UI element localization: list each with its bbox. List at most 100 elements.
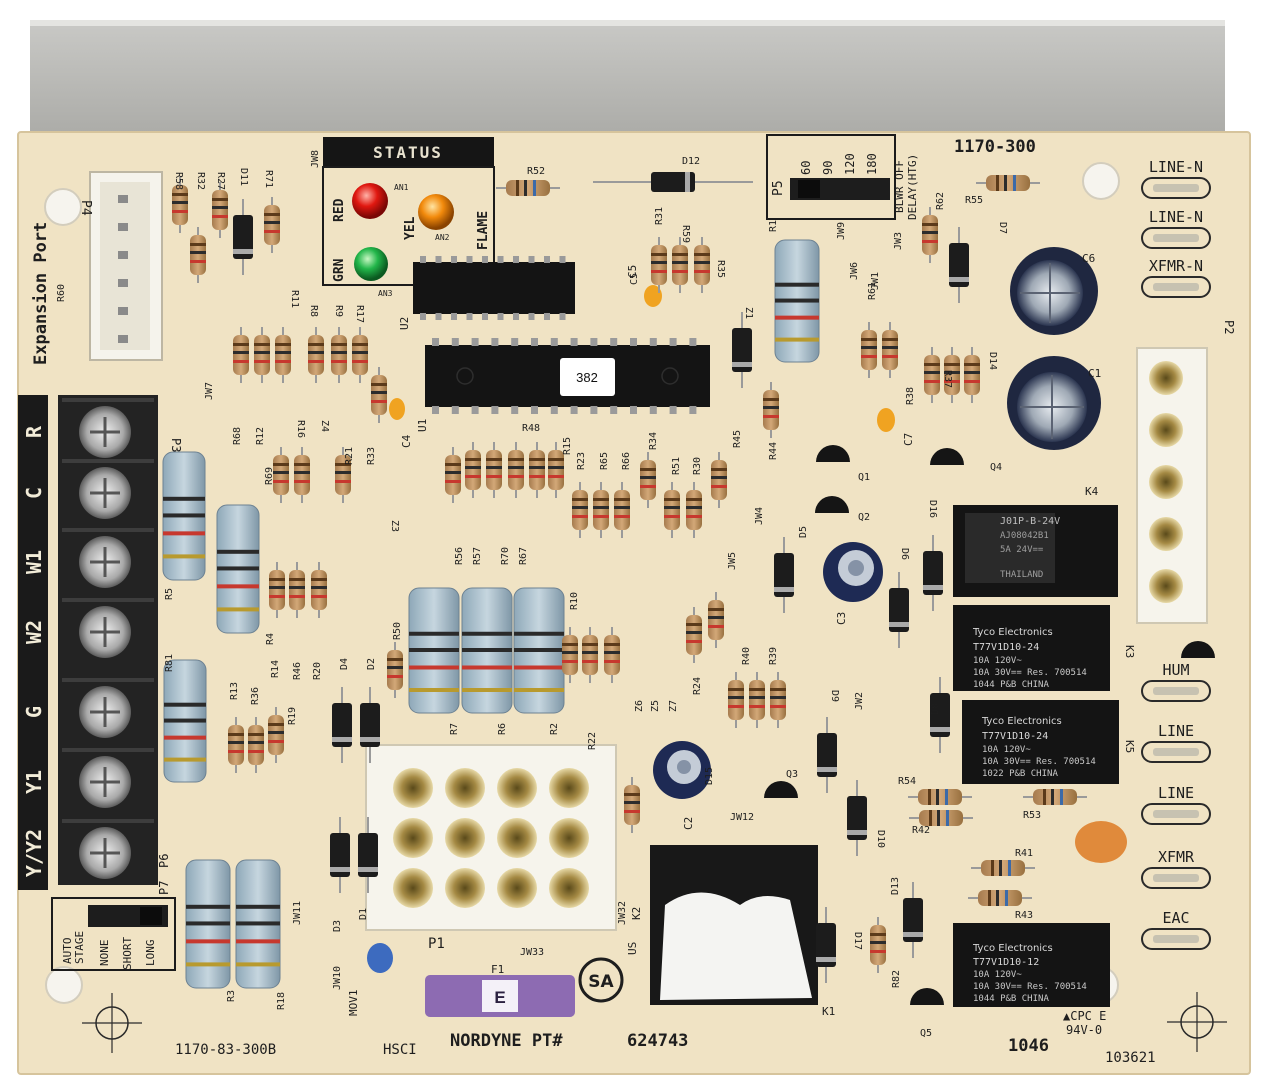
ref-r50: R50 bbox=[392, 622, 403, 640]
diode-band bbox=[358, 867, 378, 872]
resistor-band bbox=[273, 471, 289, 474]
resistor-band bbox=[514, 688, 564, 692]
resistor-band bbox=[1008, 860, 1011, 876]
ref-r16: R16 bbox=[295, 420, 306, 438]
auto-stage-jumper bbox=[140, 907, 162, 925]
resistor-band bbox=[582, 660, 598, 663]
resistor-band bbox=[248, 741, 264, 744]
ref-r12: R12 bbox=[255, 427, 266, 445]
resistor-band bbox=[529, 475, 545, 478]
resistor-band bbox=[387, 658, 403, 661]
terminal-divider bbox=[62, 748, 154, 752]
ref-r59: R59 bbox=[680, 225, 691, 243]
diode-band bbox=[923, 585, 943, 590]
resistor-band bbox=[728, 688, 744, 691]
ref-k5: K5 bbox=[1123, 740, 1136, 753]
metal-bracket bbox=[30, 20, 1225, 145]
resistor-band bbox=[190, 243, 206, 246]
ic-pin bbox=[528, 256, 535, 263]
resistor-band bbox=[593, 515, 609, 518]
ref-r70: R70 bbox=[500, 547, 511, 565]
resistor-band bbox=[268, 723, 284, 726]
diode-band bbox=[732, 362, 752, 367]
relay-k5-line3: 10A 30V== Res. 700514 bbox=[982, 757, 1096, 767]
ic-pin bbox=[689, 406, 697, 414]
resistor-band bbox=[664, 515, 680, 518]
terminal-divider bbox=[62, 678, 154, 682]
diode-band bbox=[847, 830, 867, 835]
ref-d4: D4 bbox=[339, 658, 350, 670]
ref-d10: D10 bbox=[875, 830, 886, 848]
ref-r13: R13 bbox=[229, 682, 240, 700]
resistor bbox=[924, 355, 940, 395]
resistor-band bbox=[164, 718, 206, 723]
ref-r37: R37 bbox=[942, 370, 953, 388]
resistor-band bbox=[163, 513, 205, 518]
ref-p3: P3 bbox=[169, 438, 183, 452]
capacitor-x-orange bbox=[1075, 821, 1127, 863]
ref-d13: D13 bbox=[890, 877, 901, 895]
ref-q1: Q1 bbox=[858, 472, 870, 483]
ref-d14: D14 bbox=[987, 352, 998, 370]
resistor-band bbox=[409, 665, 459, 670]
resistor-band bbox=[604, 651, 620, 654]
resistor-band bbox=[409, 631, 459, 636]
blower-option-120: 120 bbox=[843, 153, 857, 175]
resistor bbox=[1033, 789, 1077, 805]
resistor-band bbox=[516, 180, 519, 196]
resistor-band bbox=[604, 660, 620, 663]
resistor-band bbox=[409, 648, 459, 652]
resistor-band bbox=[775, 298, 819, 303]
ref-k1: K1 bbox=[822, 1005, 835, 1018]
ref-d5: D5 bbox=[798, 526, 809, 538]
resistor-band bbox=[352, 343, 368, 346]
resistor bbox=[624, 785, 640, 825]
ref-c5: C5 bbox=[626, 265, 639, 278]
resistor-band bbox=[711, 476, 727, 479]
resistor-band bbox=[944, 380, 960, 383]
mounting-hole-right bbox=[1167, 992, 1227, 1052]
resistor-band bbox=[711, 468, 727, 471]
resistor-band bbox=[572, 515, 588, 518]
resistor-band bbox=[562, 660, 578, 663]
ref-d11: D11 bbox=[238, 168, 249, 186]
ref-r7: R7 bbox=[449, 723, 460, 735]
resistor-band bbox=[614, 506, 630, 509]
ref-r34: R34 bbox=[648, 432, 659, 450]
ref-p5: P5 bbox=[771, 180, 786, 196]
resistor-band bbox=[1005, 890, 1008, 906]
resistor-band bbox=[672, 261, 688, 264]
resistor bbox=[273, 455, 289, 495]
right-terminal-label-2: XFMR-N bbox=[1149, 257, 1203, 275]
ic-pin bbox=[513, 256, 519, 263]
ic-pin bbox=[451, 338, 459, 346]
diode-band bbox=[330, 867, 350, 872]
p1-pin bbox=[393, 768, 433, 808]
ic-pin bbox=[451, 313, 457, 320]
resistor-band bbox=[163, 496, 205, 501]
csa-logo-text: SA bbox=[588, 972, 614, 992]
u1-sticker: 382 bbox=[576, 370, 598, 385]
ref-r66: R66 bbox=[621, 452, 632, 470]
ref-r51: R51 bbox=[671, 457, 682, 475]
resistor-band bbox=[508, 458, 524, 461]
resistor bbox=[248, 725, 264, 765]
resistor-band bbox=[190, 260, 206, 263]
p1-pin bbox=[445, 868, 485, 908]
resistor-band bbox=[686, 506, 702, 509]
ic-pin bbox=[471, 338, 479, 346]
ref-k4: K4 bbox=[1085, 485, 1099, 498]
diode bbox=[816, 923, 836, 967]
resistor-band bbox=[946, 810, 949, 826]
resistor bbox=[870, 925, 886, 965]
ref-r11: R11 bbox=[289, 290, 300, 308]
resistor-band bbox=[1013, 175, 1016, 191]
resistor-band bbox=[172, 201, 188, 204]
resistor-band bbox=[763, 415, 779, 418]
resistor-band bbox=[514, 648, 564, 652]
resistor bbox=[331, 335, 347, 375]
ref-k3: K3 bbox=[1123, 645, 1136, 658]
capacitor-c2 bbox=[653, 741, 711, 799]
capacitor-c4 bbox=[389, 398, 405, 420]
terminal-block bbox=[58, 395, 158, 885]
